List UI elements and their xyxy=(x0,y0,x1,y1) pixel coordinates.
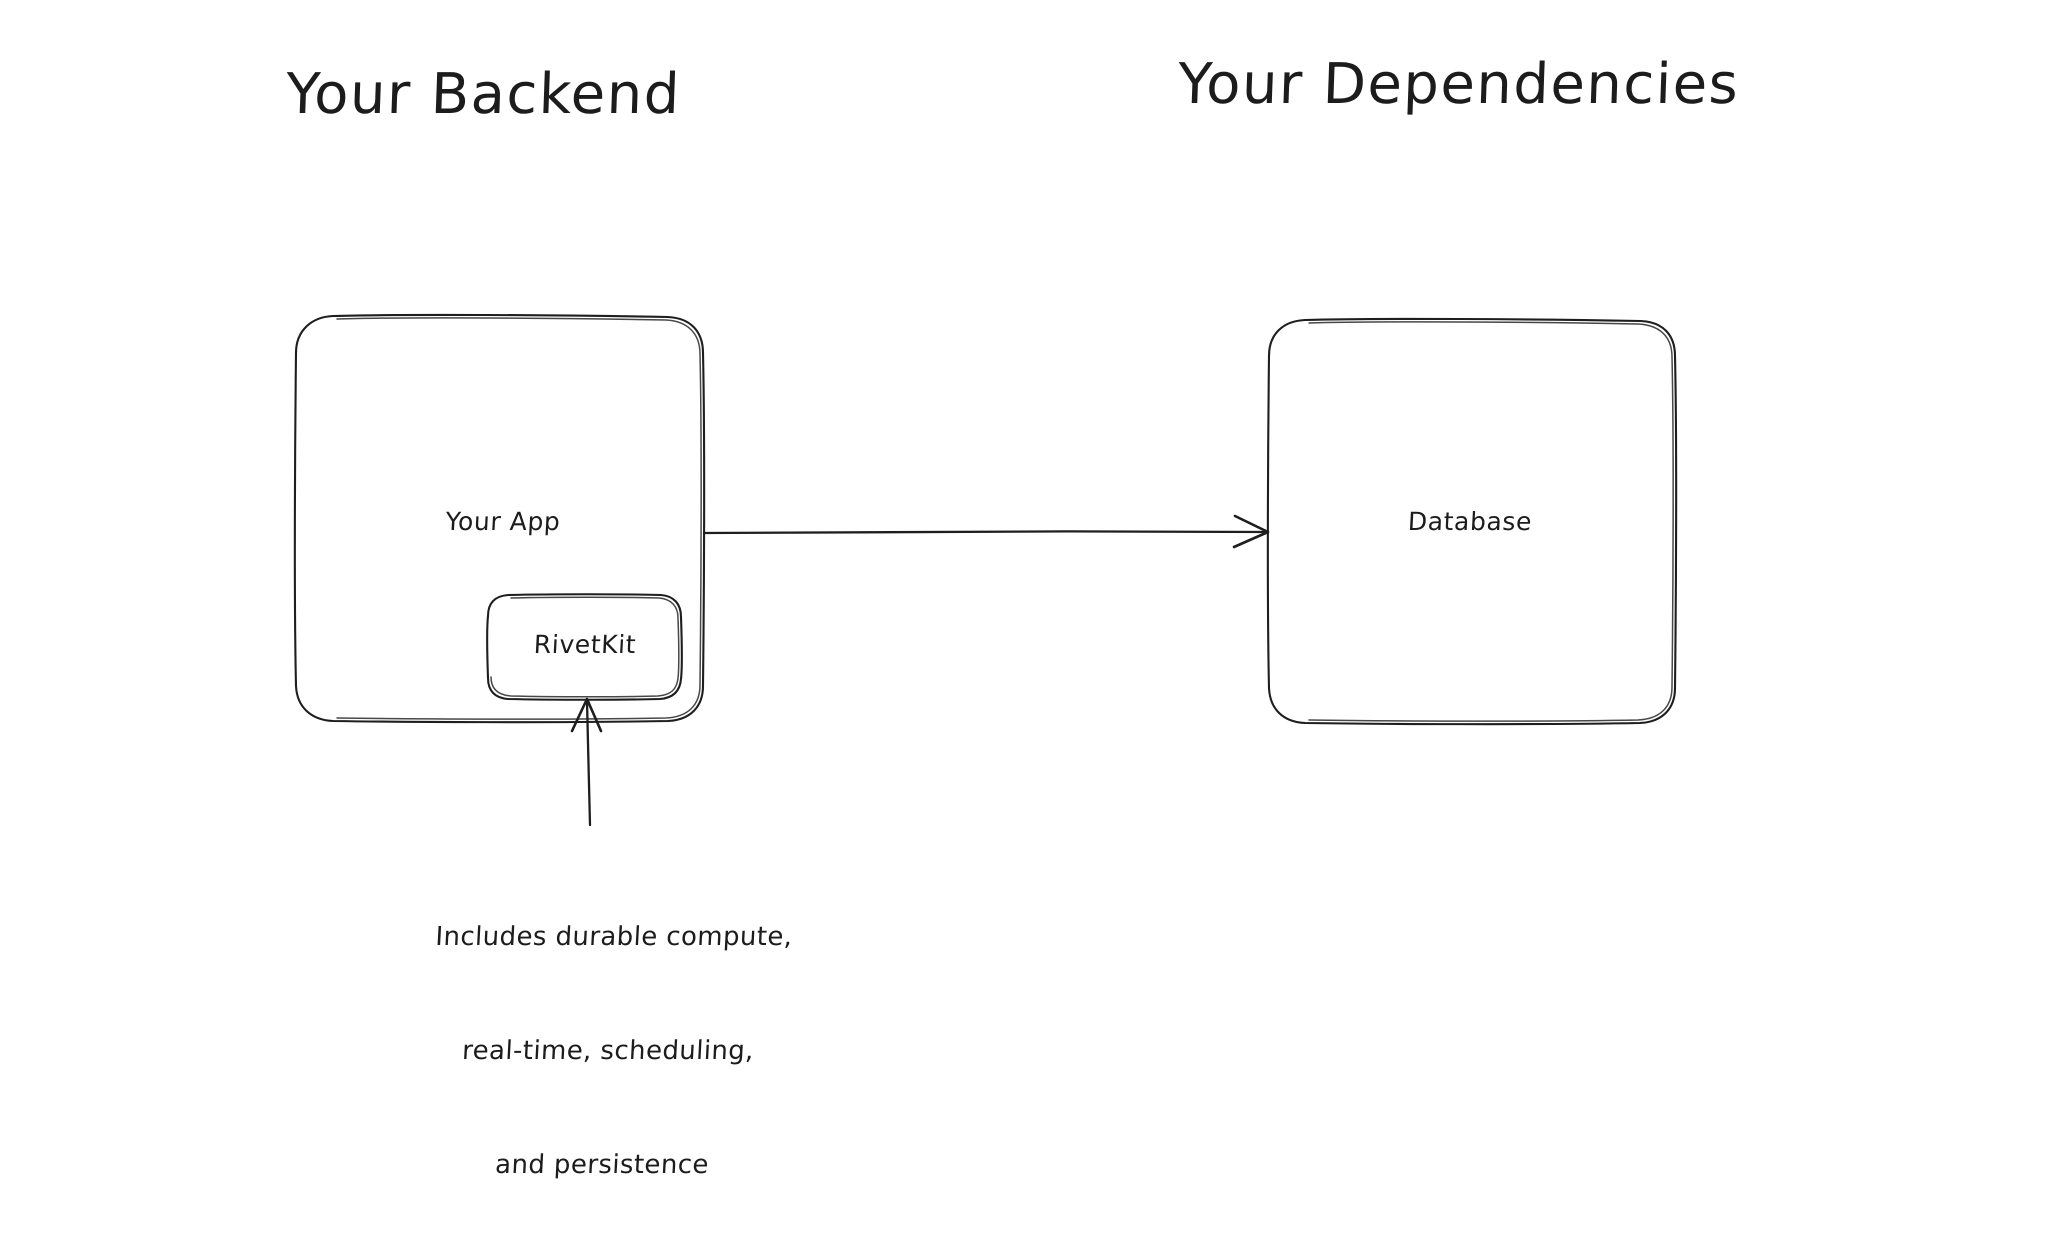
diagram-canvas: Your Backend Your Dependencies Your App … xyxy=(284,52,1741,1180)
node-label-database: Database xyxy=(1407,507,1533,536)
connector-app-to-database[interactable] xyxy=(702,514,1270,549)
heading-your-dependencies: Your Dependencies xyxy=(1176,52,1741,117)
node-label-your-app: Your App xyxy=(444,507,562,536)
diagram-strokes xyxy=(293,313,1678,827)
caption-line-3: and persistence xyxy=(494,1150,710,1180)
caption-rivetkit: Includes durable compute, real-time, sch… xyxy=(387,842,829,1260)
connector-caption-to-rivetkit[interactable] xyxy=(570,697,603,827)
caption-line-1: Includes durable compute, xyxy=(434,922,794,952)
caption-line-2: real-time, scheduling, xyxy=(461,1036,755,1066)
heading-your-backend: Your Backend xyxy=(284,62,682,127)
node-label-rivetkit: RivetKit xyxy=(533,630,637,659)
